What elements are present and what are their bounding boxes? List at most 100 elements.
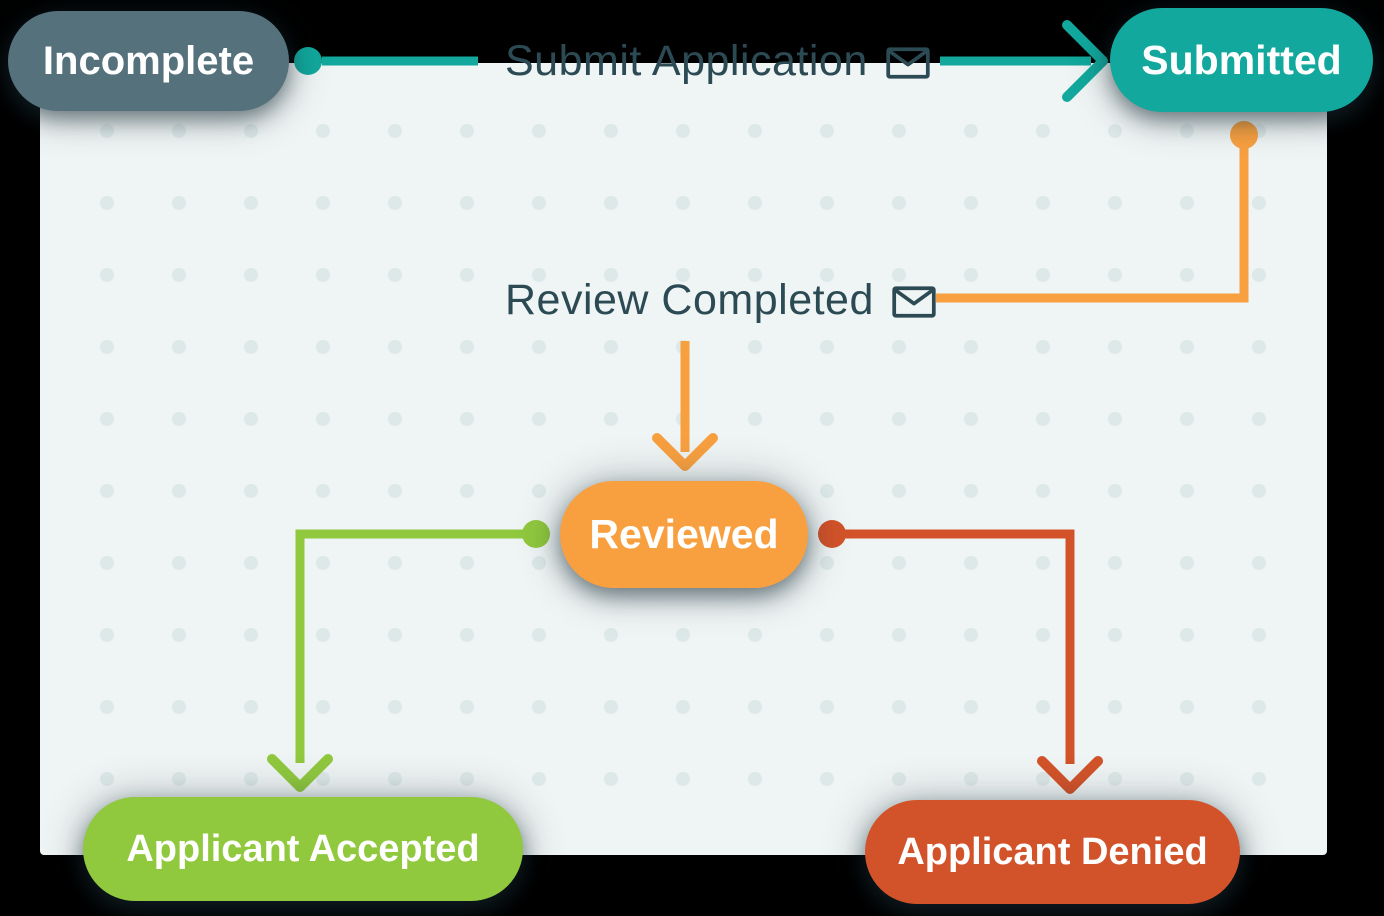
grid-dot (1180, 556, 1194, 570)
grid-dot (244, 340, 258, 354)
grid-dot (604, 412, 618, 426)
grid-dot (820, 412, 834, 426)
grid-dot (676, 700, 690, 714)
edge-start-dot (294, 47, 322, 75)
envelope-icon (892, 286, 936, 318)
grid-dot (1180, 700, 1194, 714)
state-node-applicant-denied: Applicant Denied (865, 800, 1240, 904)
grid-dot (172, 628, 186, 642)
grid-dot (172, 772, 186, 786)
grid-dot (604, 700, 618, 714)
grid-dot (748, 628, 762, 642)
grid-dot (1252, 340, 1266, 354)
grid-dot (748, 196, 762, 210)
grid-dot (100, 556, 114, 570)
grid-dot (676, 628, 690, 642)
grid-dot (388, 124, 402, 138)
state-node-reviewed: Reviewed (560, 481, 808, 588)
state-label: Applicant Denied (897, 830, 1208, 873)
grid-dot (316, 412, 330, 426)
grid-dot (244, 700, 258, 714)
grid-dot (460, 412, 474, 426)
grid-dot (892, 340, 906, 354)
grid-dot (748, 412, 762, 426)
grid-dot (100, 340, 114, 354)
grid-dot (244, 268, 258, 282)
grid-dot (1108, 484, 1122, 498)
grid-dot (460, 124, 474, 138)
grid-dot (388, 484, 402, 498)
grid-dot (604, 268, 618, 282)
grid-dot (1252, 556, 1266, 570)
grid-dot (892, 196, 906, 210)
grid-dot (316, 340, 330, 354)
grid-dot (100, 196, 114, 210)
grid-dot (676, 124, 690, 138)
grid-dot (100, 484, 114, 498)
grid-dot (820, 196, 834, 210)
grid-dot (388, 412, 402, 426)
transition-label-text: Submit Application (505, 36, 868, 85)
grid-dot (532, 628, 546, 642)
grid-dot (964, 628, 978, 642)
grid-dot (964, 340, 978, 354)
grid-dot (820, 340, 834, 354)
grid-dot (532, 700, 546, 714)
grid-dot (1252, 772, 1266, 786)
state-node-applicant-accepted: Applicant Accepted (83, 797, 523, 901)
grid-dot (604, 196, 618, 210)
grid-dot (244, 628, 258, 642)
grid-dot (964, 196, 978, 210)
transition-label-submit-application: Submit Application (505, 31, 930, 91)
grid-dot (1036, 484, 1050, 498)
grid-dot (244, 556, 258, 570)
grid-dot (532, 340, 546, 354)
edge-start-dot (522, 520, 550, 548)
grid-dot (1036, 268, 1050, 282)
grid-dot (964, 124, 978, 138)
grid-dot (316, 772, 330, 786)
grid-dot (460, 772, 474, 786)
edge-line (295, 529, 527, 763)
grid-dot (1036, 124, 1050, 138)
state-label: Applicant Accepted (126, 827, 480, 870)
grid-dot (100, 700, 114, 714)
grid-dot (1180, 268, 1194, 282)
grid-dot (676, 196, 690, 210)
grid-dot (172, 484, 186, 498)
grid-dot (460, 700, 474, 714)
grid-dot (1036, 412, 1050, 426)
grid-dot (460, 340, 474, 354)
grid-dot (748, 124, 762, 138)
grid-dot (316, 484, 330, 498)
grid-dot (388, 196, 402, 210)
grid-dot (1252, 628, 1266, 642)
grid-dot (892, 268, 906, 282)
grid-dot (172, 700, 186, 714)
grid-dot (748, 772, 762, 786)
grid-dot (172, 340, 186, 354)
grid-dot (676, 268, 690, 282)
state-label: Submitted (1141, 36, 1342, 83)
grid-dot (244, 484, 258, 498)
grid-dot (1108, 628, 1122, 642)
diagram-canvas (40, 63, 1327, 855)
grid-dot (748, 268, 762, 282)
grid-dot (1180, 412, 1194, 426)
grid-dot (388, 700, 402, 714)
grid-dot (244, 772, 258, 786)
envelope-icon (886, 47, 930, 79)
grid-dot (100, 268, 114, 282)
grid-dot (532, 556, 546, 570)
grid-dot (172, 412, 186, 426)
grid-dot (388, 628, 402, 642)
edge-start-dot (1230, 121, 1258, 149)
grid-dot (532, 484, 546, 498)
state-label: Incomplete (42, 38, 255, 83)
grid-dot (892, 412, 906, 426)
grid-dot (1108, 700, 1122, 714)
grid-dot (1108, 340, 1122, 354)
grid-dot (1180, 628, 1194, 642)
edge-review-completed (652, 121, 1258, 471)
